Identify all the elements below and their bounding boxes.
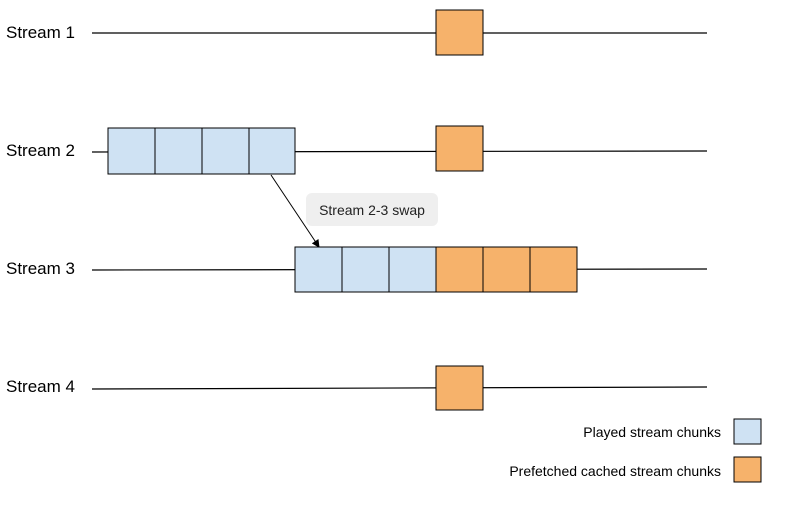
stream-2-row: Stream 2 — [6, 125, 708, 175]
swap-label: Stream 2-3 swap — [319, 202, 425, 218]
legend-prefetched-label: Prefetched cached stream chunks — [509, 463, 721, 479]
legend: Played stream chunks Prefetched cached s… — [509, 418, 762, 483]
stream-3-played-chunk — [341, 246, 390, 293]
stream-2-label: Stream 2 — [6, 141, 75, 160]
stream-1-label: Stream 1 — [6, 23, 75, 42]
legend-prefetched-swatch — [733, 456, 762, 483]
stream-2-prefetched-chunk — [435, 125, 484, 172]
stream-2-played-chunk — [154, 127, 203, 175]
swap-label-box — [306, 193, 438, 226]
stream-3-played-chunk — [294, 246, 343, 293]
stream-4-prefetched-chunk — [435, 365, 484, 411]
stream-4-label: Stream 4 — [6, 377, 75, 396]
stream-2-played-chunk — [248, 127, 296, 175]
stream-4-timeline — [91, 386, 708, 390]
stream-2-played-chunk — [107, 127, 156, 175]
stream-3-played-chunk — [388, 246, 437, 293]
swap-arrow — [270, 174, 320, 248]
stream-2-played-chunk — [201, 127, 250, 175]
stream-1-prefetched-chunk — [435, 9, 484, 56]
stream-3-prefetched-chunk — [435, 246, 484, 293]
legend-played-swatch — [733, 418, 762, 445]
stream-3-prefetched-chunk — [529, 246, 578, 293]
stream-3-label: Stream 3 — [6, 259, 75, 278]
stream-4-row: Stream 4 — [6, 365, 708, 411]
legend-played-label: Played stream chunks — [583, 424, 721, 440]
stream-3-row: Stream 3 — [6, 246, 708, 293]
stream-3-prefetched-chunk — [482, 246, 531, 293]
stream-1-row: Stream 1 — [6, 9, 707, 56]
swap-annotation: Stream 2-3 swap — [270, 174, 438, 248]
